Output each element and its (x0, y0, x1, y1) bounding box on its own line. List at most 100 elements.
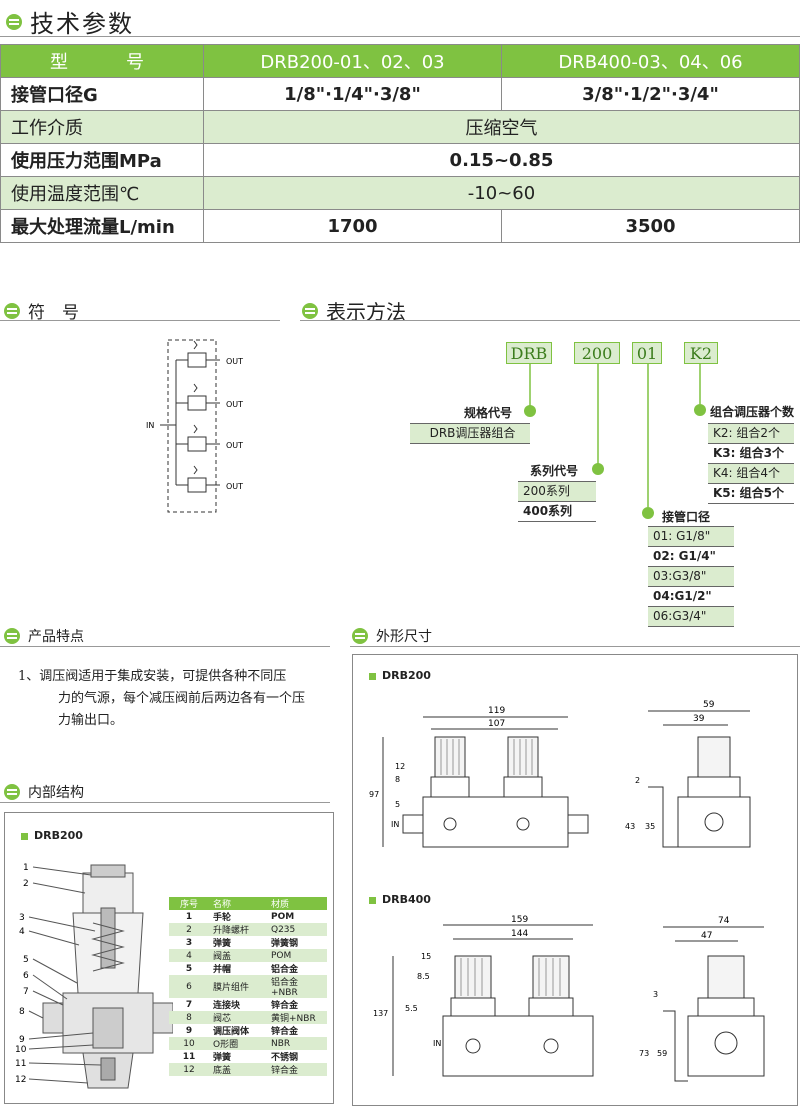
cell-port-200: 1/8"·1/4"·3/8" (203, 77, 502, 111)
regulator-symbol-3 (176, 424, 220, 452)
option-item: 04:G1/2" (648, 587, 734, 607)
option-item: 400系列 (518, 502, 596, 522)
callout-7: 7 (23, 987, 29, 997)
regulator-symbol-4 (176, 465, 220, 493)
divider (0, 646, 330, 647)
parts-header-material: 材质 (267, 897, 327, 910)
dim-label: 107 (488, 719, 505, 729)
spec-table: 型 号 DRB200-01、02、03 DRB400-03、04、06 接管口径… (0, 44, 800, 243)
dim-label: 59 (703, 700, 715, 710)
drb400-title: DRB400 (369, 893, 431, 906)
code-box-drb: DRB (506, 342, 552, 364)
option-item: 01: G1/8" (648, 527, 734, 547)
cell-medium: 压缩空气 (203, 110, 800, 144)
bullet-square (369, 896, 376, 904)
option-item: K5: 组合5个 (708, 484, 794, 504)
section-bullet-icon (302, 302, 318, 319)
part-name: 手轮 (213, 913, 232, 923)
dim-label: 59 (657, 1049, 667, 1058)
part-no: 11 (182, 1051, 196, 1062)
callout-3: 3 (19, 913, 25, 923)
cell-pressure: 0.15~0.85 (203, 143, 800, 177)
feature-line: 力输出口。 (58, 713, 124, 728)
part-name: 升降螺杆 (209, 923, 267, 936)
part-name: 并帽 (213, 965, 232, 975)
row-label-flow: 最大处理流量L/min (0, 209, 204, 243)
option-item: K4: 组合4个 (708, 464, 794, 484)
part-no: 4 (169, 949, 209, 962)
in-label: IN (433, 1039, 441, 1048)
features-section-title: 产品特点 (4, 626, 84, 646)
callout-6: 6 (23, 971, 29, 981)
symbol-out-label-2: OUT (226, 400, 243, 409)
drb200-title: DRB200 (369, 669, 431, 682)
dim-label: 2 (635, 776, 640, 785)
regulator-symbol-2 (176, 383, 220, 411)
port-size-label: 接管口径 (662, 510, 711, 524)
callout-12: 12 (15, 1075, 26, 1085)
part-name: O形圈 (209, 1037, 267, 1050)
part-no: 8 (169, 1011, 209, 1024)
part-name: 弹簧 (213, 939, 232, 949)
cell-flow-200: 1700 (203, 209, 502, 243)
cell-flow-400: 3500 (501, 209, 800, 243)
dim-label: 35 (645, 822, 655, 831)
bullet-square (21, 832, 28, 840)
section-bullet-icon (4, 628, 20, 644)
dim-label: 15 (421, 952, 431, 961)
callout-5: 5 (23, 955, 29, 965)
row-label-temp: 使用温度范围℃ (0, 176, 204, 210)
dim-label: 8.5 (417, 972, 430, 981)
notation-dot (694, 404, 706, 416)
dimensions-section-title: 外形尺寸 (352, 626, 432, 646)
divider (300, 320, 800, 321)
symbol-in-label: IN (146, 421, 154, 430)
part-material: NBR (267, 1037, 327, 1050)
port-size-options: 01: G1/8" 02: G1/4" 03:G3/8" 04:G1/2" 06… (648, 526, 734, 627)
notation-dot (642, 507, 654, 519)
option-item: 03:G3/8" (648, 567, 734, 587)
part-no: 12 (169, 1063, 209, 1076)
part-no: 3 (185, 937, 193, 948)
dim-label: 97 (369, 790, 379, 799)
callout-10: 10 (15, 1045, 27, 1055)
option-item: K3: 组合3个 (708, 444, 794, 464)
feature-line: 力的气源，每个减压阀前后两边各有一个压 (58, 691, 306, 706)
section-bullet-icon (352, 628, 368, 644)
part-name: 阀盖 (209, 949, 267, 962)
notation-connectors (529, 364, 701, 507)
part-material: Q235 (267, 923, 327, 936)
row-label-port: 接管口径G (0, 77, 204, 111)
dim-label: 137 (373, 1009, 388, 1018)
dim-label: 8 (395, 775, 400, 784)
symbol-section-title: 符 号 (4, 298, 79, 323)
row-label-medium: 工作介质 (0, 110, 204, 144)
part-name: 弹簧 (213, 1053, 232, 1063)
bullet-square (369, 672, 376, 680)
part-material: 铝合金 (271, 965, 299, 975)
notation-dot (524, 405, 536, 417)
cell-temp: -10~60 (203, 176, 800, 210)
callout-1: 1 (23, 863, 29, 873)
drb400-dimension-drawing: 159 144 15 8.5 137 5.5 IN 74 47 3 73 59 (373, 915, 765, 1082)
part-no: 9 (185, 1025, 193, 1036)
cell-port-400: 3/8"·1/2"·3/4" (501, 77, 800, 111)
notation-dot (592, 463, 604, 475)
features-text: 1、调压阀适用于集成安装，可提供各种不同压 力的气源，每个减压阀前后两边各有一个… (18, 666, 338, 732)
code-box-200: 200 (574, 342, 620, 364)
spec-code-label: 规格代号 (464, 406, 513, 420)
pneumatic-symbol-diagram: IN OUT OUT OUT OUT (146, 339, 243, 513)
dim-label: 119 (488, 706, 505, 716)
cross-section-drawing: 1 2 3 4 5 6 7 8 9 10 11 12 (15, 863, 173, 1089)
callout-11: 11 (15, 1059, 26, 1069)
symbol-out-label-4: OUT (226, 482, 243, 491)
part-name: 调压阀体 (213, 1027, 250, 1037)
divider (350, 646, 800, 647)
code-box-k2: K2 (684, 342, 718, 364)
section-bullet-icon (4, 784, 20, 800)
part-no: 10 (169, 1037, 209, 1050)
part-material: 锌合金 (267, 1063, 327, 1076)
dim-label: 74 (718, 916, 730, 926)
part-no: 1 (185, 911, 193, 922)
